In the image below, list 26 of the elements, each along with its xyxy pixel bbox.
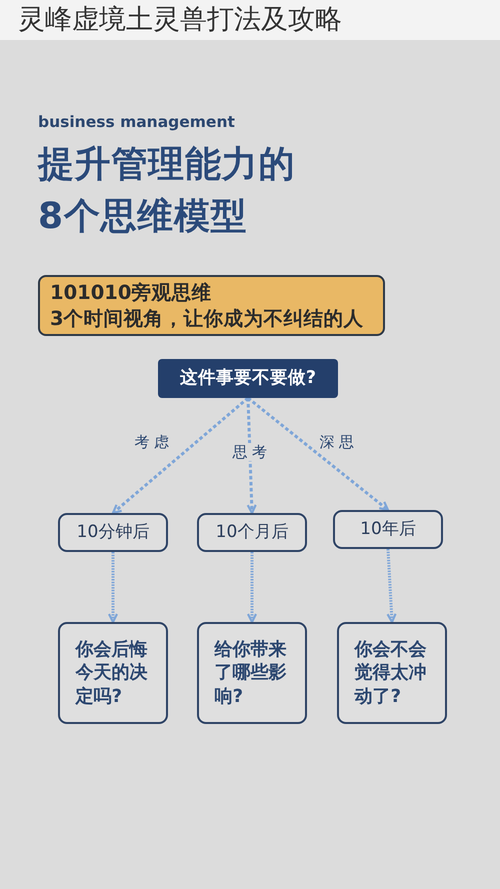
time-label: 10个月后 bbox=[216, 521, 288, 544]
question-text: 给你带来了哪些影响? bbox=[214, 638, 288, 708]
question-text: 你会后悔今天的决定吗? bbox=[76, 638, 149, 708]
time-box bbox=[333, 510, 443, 549]
dashed-arrow bbox=[247, 396, 390, 512]
question-text: 你会不会觉得太冲动了? bbox=[354, 638, 428, 708]
decision-box bbox=[158, 359, 338, 398]
note-heading: 101010旁观思维 bbox=[50, 280, 212, 306]
dashed-arrow bbox=[386, 548, 397, 624]
question-box bbox=[337, 622, 447, 724]
note-text: 3个时间视角，让你成为不纠结的人 bbox=[50, 306, 364, 331]
note-box bbox=[38, 275, 385, 336]
dashed-arrow bbox=[246, 398, 257, 514]
time-box bbox=[197, 513, 307, 552]
header-title: 灵峰虚境土灵兽打法及攻略 bbox=[18, 3, 342, 37]
time-label: 10年后 bbox=[360, 518, 416, 541]
title-text: 提升管理能力的8个思维模型 bbox=[38, 143, 296, 239]
time-label: 10分钟后 bbox=[76, 521, 150, 544]
kicker-text: business management bbox=[38, 113, 235, 132]
time-box bbox=[58, 513, 168, 552]
dashed-arrow bbox=[112, 396, 249, 514]
dashed-arrow bbox=[246, 552, 258, 624]
decision-text: 这件事要不要做? bbox=[180, 367, 316, 390]
question-box bbox=[58, 622, 168, 724]
dashed-arrow bbox=[108, 552, 118, 624]
question-box bbox=[197, 622, 307, 724]
